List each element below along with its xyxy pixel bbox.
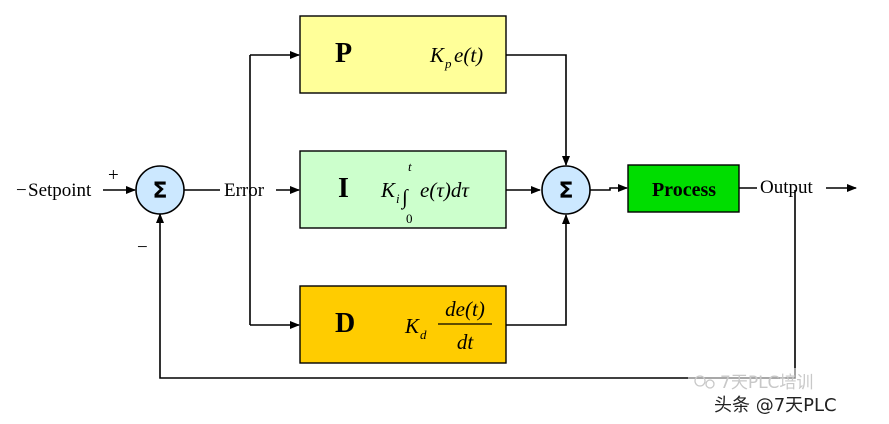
- sum-to-process-arrow: [590, 184, 628, 192]
- p-to-sum-arrow: [506, 54, 570, 166]
- d-numerator: de(t): [445, 297, 485, 321]
- i-gain-symbol: K: [380, 178, 396, 202]
- process-label: Process: [652, 179, 716, 201]
- i-block: [299, 150, 507, 229]
- p-gain-subscript: p: [444, 56, 452, 71]
- watermark-main-text: 头条 @7天PLC: [714, 395, 837, 416]
- d-gain-subscript: d: [420, 327, 427, 342]
- i-block-letter: I: [338, 173, 349, 204]
- setpoint-label: Setpoint: [28, 180, 92, 201]
- d-gain-symbol: K: [404, 314, 420, 338]
- watermark-faint-text: 7天PLC培训: [720, 373, 813, 393]
- error-sigma-symbol: Σ: [152, 179, 167, 204]
- d-block-letter: D: [335, 308, 355, 339]
- minus-sign: −: [137, 237, 148, 258]
- error-label: Error: [224, 180, 265, 201]
- setpoint-dash: −: [16, 180, 27, 201]
- p-expression: e(t): [454, 43, 483, 67]
- p-gain-symbol: K: [429, 43, 445, 67]
- integral-lower-limit: 0: [406, 211, 413, 226]
- pid-sigma-symbol: Σ: [558, 179, 573, 204]
- integral-upper-limit: t: [408, 159, 412, 174]
- i-gain-subscript: i: [396, 191, 400, 206]
- output-label: Output: [760, 177, 814, 198]
- p-block-letter: P: [335, 38, 352, 69]
- d-to-sum-arrow: [506, 214, 570, 326]
- d-denominator: dt: [457, 330, 475, 354]
- plus-sign: +: [108, 165, 119, 186]
- watermark-icon: [694, 375, 715, 389]
- integral-sign: ∫: [400, 185, 409, 210]
- i-expression: e(τ)dτ: [420, 178, 470, 202]
- watermark-backdrop: [688, 368, 884, 416]
- feedback-path: [156, 190, 796, 379]
